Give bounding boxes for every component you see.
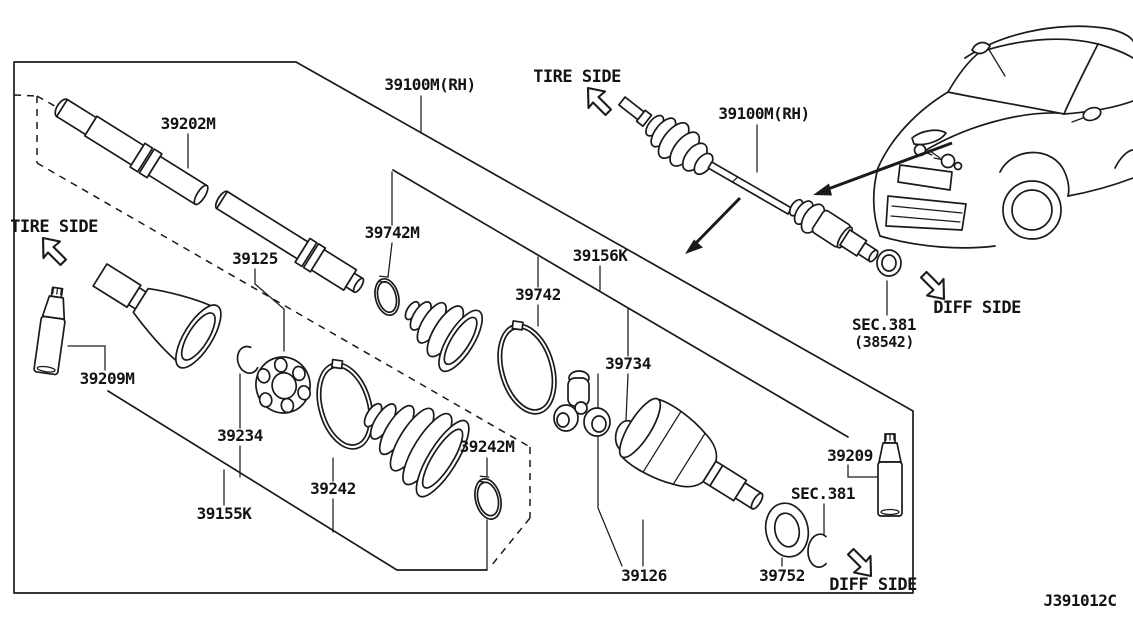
label-tire-side-left: TIRE SIDE: [10, 217, 98, 237]
label-diff-side-top: DIFF SIDE: [933, 298, 1021, 318]
part-shaft-39202m-segment2: [214, 190, 365, 294]
assembled-shaft: [707, 161, 793, 215]
part-grease-tube-outer: [33, 286, 66, 376]
car-antenna-fin: [971, 41, 1006, 77]
label-39100m-right: 39100M(RH): [718, 104, 809, 123]
label-38542: (38542): [854, 333, 914, 351]
leader-39209: [847, 464, 878, 478]
part-washer-39752: [764, 502, 810, 558]
label-39234: 39234: [217, 426, 263, 445]
car-grille-upper: [897, 164, 953, 191]
kit-bracket-lines: [107, 169, 849, 571]
label-sec381-bottom: SEC.381: [791, 484, 855, 503]
exploded-view-boundary: [13, 61, 914, 594]
part-c-ring-sec381: [807, 533, 827, 568]
leader-39209m: [67, 345, 106, 371]
label-39752: 39752: [759, 566, 805, 585]
part-outer-cv-joint: [92, 263, 222, 369]
part-boot-clamp-39242m: [474, 475, 502, 520]
part-snap-ring-39234: [236, 345, 259, 375]
part-boot-39742-mid: [404, 300, 484, 373]
assembled-outer-boot: [645, 114, 714, 176]
label-39209m: 39209M: [80, 369, 135, 388]
label-39125: 39125: [232, 249, 278, 268]
leader-39734: [625, 308, 629, 421]
pointer-arrow-car-to-axle: [813, 141, 953, 196]
part-tripod-spider-39156k: [553, 370, 611, 437]
part-boot-39242: [363, 402, 470, 498]
assembled-seal-ring-38542: [876, 249, 902, 277]
diff-side-arrow-icon: [846, 547, 873, 578]
label-diff-side-bottom: DIFF SIDE: [829, 575, 917, 595]
labels-layer: 39100M(RH) 39100M(RH) TIRE SIDE TIRE SID…: [10, 67, 1117, 610]
label-39734: 39734: [605, 354, 651, 373]
car-grille-lower: [885, 195, 967, 231]
label-39100m-left: 39100M(RH): [384, 75, 475, 94]
tire-side-arrow-icon: [586, 86, 613, 117]
leader-39742m: [387, 171, 393, 278]
car-front-illustration: [872, 25, 1133, 249]
label-39126: 39126: [621, 566, 667, 585]
leader-39125: [254, 268, 285, 352]
part-boot-band-large-outer: [316, 358, 374, 450]
drawing-code: J391012C: [1043, 591, 1116, 610]
assembled-axle-39100m: [618, 96, 902, 277]
tire-side-arrow-icon: [41, 236, 68, 267]
label-39242m: 39242M: [460, 437, 515, 456]
label-39202m: 39202M: [161, 114, 216, 133]
part-inner-housing-39126: [618, 397, 764, 510]
label-39155k: 39155K: [197, 504, 253, 523]
assembled-inner-joint: [811, 209, 879, 263]
label-sec381-top: SEC.381: [852, 315, 916, 334]
label-39209: 39209: [827, 446, 873, 465]
car-wheel-arch: [999, 151, 1070, 197]
pointer-arrow-axle-to-kit: [685, 196, 742, 254]
part-shaft-39202m-segment1: [54, 98, 209, 206]
part-boot-band-large-mid: [497, 320, 557, 415]
label-39242: 39242: [310, 479, 356, 498]
part-ball-cage-39125: [255, 356, 311, 414]
part-boot-clamp-39742m: [374, 275, 400, 317]
label-39156k: 39156K: [573, 246, 629, 265]
car-side-mirror: [1071, 106, 1102, 123]
label-tire-side-top: TIRE SIDE: [533, 67, 621, 87]
part-grease-tube-inner: [877, 433, 903, 517]
leader-39126: [597, 373, 644, 567]
diff-side-arrow-icon: [919, 270, 946, 301]
label-39742: 39742: [515, 285, 561, 304]
label-39742m: 39742M: [365, 223, 420, 242]
